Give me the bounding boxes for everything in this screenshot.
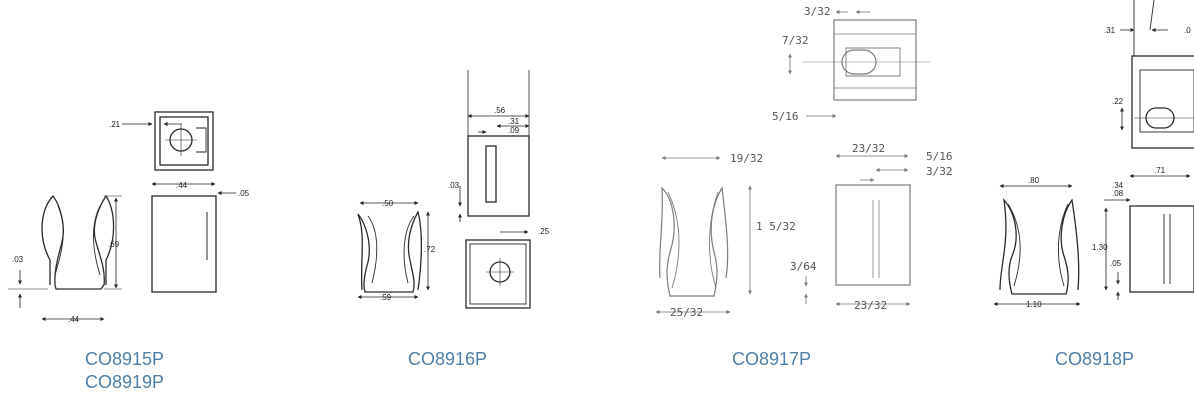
dim-label: 5/16 (926, 150, 953, 163)
dim-label: .80 (1028, 176, 1040, 185)
dim-label: .69 (108, 240, 120, 249)
dim-label: .31 (1104, 26, 1116, 35)
clip-profile (999, 197, 1080, 295)
dim-label: .31 (508, 117, 520, 126)
clip-profile (357, 210, 423, 293)
part-number-co8918p: CO8918P (1055, 349, 1135, 369)
dim-label: .21 (109, 120, 121, 129)
part-co8915p-drawing (41, 111, 217, 293)
part-co8916p-drawing (357, 70, 531, 309)
part-number-co8919p: CO8919P (85, 372, 165, 392)
dim-label: .59 (380, 293, 392, 302)
side-view-body (467, 135, 530, 217)
dim-label: 5/16 (772, 110, 799, 123)
dim-label: .22 (1112, 97, 1124, 106)
part-co8918p-dimensions (993, 28, 1191, 306)
dim-label: .25 (538, 227, 550, 236)
dim-label: 3/32 (926, 165, 953, 178)
dim-label: .05 (1110, 259, 1122, 268)
bottom-view-body (465, 239, 531, 309)
dim-label: .44 (176, 181, 188, 190)
side-view-body (151, 195, 217, 293)
top-view-body (833, 19, 917, 101)
part-co8918p-dim-labels: .31 .0 .22 .71 .80 .34 .08 1.30 .05 1.10 (1026, 26, 1191, 309)
dim-label: .44 (68, 315, 80, 324)
side-slot (485, 145, 497, 203)
dim-label: 1 5/32 (756, 220, 796, 233)
part-co8916p-dimensions (357, 114, 530, 299)
side-view-body (835, 184, 911, 286)
part-co8916p-dim-labels: .56 .31 .09 .03 .50 .72 .59 .25 (380, 106, 550, 302)
dim-label: 23/32 (854, 299, 887, 312)
top-view-inner (159, 116, 209, 166)
dim-label: .03 (12, 255, 24, 264)
side-view-body (1129, 205, 1194, 293)
dim-label: .05 (238, 189, 250, 198)
dim-label: .03 (448, 181, 460, 190)
part-co8915p-dim-labels: .21 .44 .05 .69 .03 .44 (12, 120, 250, 324)
clip-profile (659, 186, 729, 297)
dim-label: 25/32 (670, 306, 703, 319)
part-co8917p-drawing (659, 19, 930, 297)
part-number-co8917p: CO8917P (732, 349, 812, 369)
dim-label: 1.10 (1026, 300, 1042, 309)
dim-label: .34 (1112, 181, 1124, 190)
part-co8917p-dimensions (655, 10, 911, 314)
part-number-co8915p: CO8915P (85, 349, 165, 369)
part-number-co8916p: CO8916P (408, 349, 488, 369)
dim-label: 1.30 (1092, 243, 1108, 252)
dim-label: 19/32 (730, 152, 763, 165)
dim-label: .09 (508, 126, 520, 135)
dim-label: 7/32 (782, 34, 809, 47)
dim-label: 3/64 (790, 260, 817, 273)
part-co8915p-dimensions (8, 122, 236, 321)
clip-profile (41, 194, 115, 290)
top-view-body (154, 111, 214, 171)
part-co8917p-dim-labels: 3/32 7/32 5/16 23/32 5/16 3/32 19/32 1 5… (670, 5, 953, 319)
dim-label: .50 (382, 199, 394, 208)
dim-label: .71 (1154, 166, 1166, 175)
part-co8918p-drawing (999, 0, 1194, 295)
dim-label: .0 (1184, 26, 1191, 35)
top-view-body (1131, 55, 1194, 149)
dim-label: 3/32 (804, 5, 831, 18)
dim-label: 23/32 (852, 142, 885, 155)
dim-label: .72 (424, 245, 436, 254)
dim-label: .56 (494, 106, 506, 115)
dim-label: .08 (1112, 189, 1124, 198)
